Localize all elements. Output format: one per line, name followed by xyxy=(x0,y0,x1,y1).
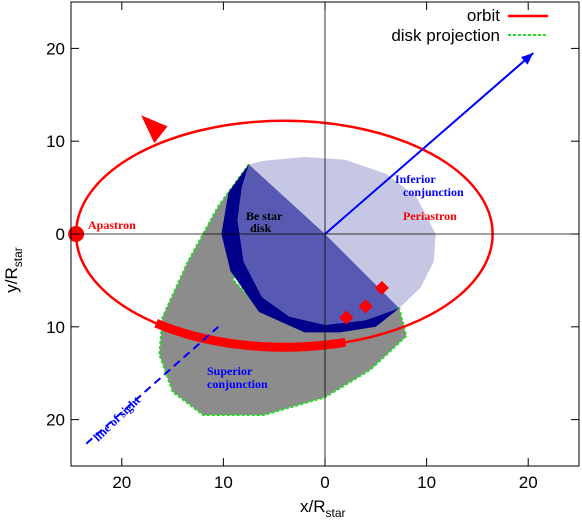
disk-label-1: Be star xyxy=(246,209,283,223)
x-tick-label-1: 10 xyxy=(214,473,233,492)
legend-disk-label: disk projection xyxy=(391,26,500,45)
inferior-conjunction-label-2: conjunction xyxy=(403,185,464,199)
line-of-sight xyxy=(85,326,219,445)
disk-front-half xyxy=(237,164,400,325)
y-tick-label-3: 10 xyxy=(46,132,65,151)
y-tick-label-2: 0 xyxy=(56,225,65,244)
x-tick-label-2: 0 xyxy=(320,473,329,492)
superior-conjunction-label-1: Superior xyxy=(207,364,253,378)
legend-orbit-label: orbit xyxy=(467,6,500,25)
x-axis-title: x/Rstar xyxy=(300,497,346,520)
axes: 20 10 0 10 20 20 10 0 10 20 xyxy=(46,1,580,492)
x-axis-title-sub: star xyxy=(326,506,346,520)
y-axis-title-sub: star xyxy=(11,247,25,267)
y-axis-title-main: y/R xyxy=(2,267,21,293)
superior-conjunction-label-2: conjunction xyxy=(207,377,268,391)
disk-label-2: disk xyxy=(250,221,272,235)
line-of-sight-label: line of sight xyxy=(90,393,143,444)
disk-rim xyxy=(221,164,400,333)
diamond-marker-2 xyxy=(374,280,389,295)
plot-area xyxy=(68,52,534,445)
periastron-label: Periastron xyxy=(403,209,457,223)
inferior-conjunction-arrowhead xyxy=(520,53,534,65)
inferior-conjunction-label-1: Inferior xyxy=(395,172,436,186)
y-tick-label-1: 10 xyxy=(46,318,65,337)
inferior-conjunction-arrow-line xyxy=(324,52,534,235)
apastron-label: Apastron xyxy=(88,218,136,232)
orbit-direction-arrow xyxy=(141,115,168,144)
y-axis-title: y/Rstar xyxy=(2,247,25,293)
x-tick-label-3: 10 xyxy=(417,473,436,492)
orbit-thick-segment xyxy=(154,319,346,352)
y-tick-label-4: 20 xyxy=(46,39,65,58)
disk-projection-shadow xyxy=(158,163,408,416)
disk-back-half xyxy=(248,157,436,309)
diamond-marker-1 xyxy=(358,299,373,314)
y-tick-label-0: 20 xyxy=(46,411,65,430)
x-axis-title-main: x/R xyxy=(300,497,326,516)
x-tick-label-0: 20 xyxy=(112,473,131,492)
diamond-marker-0 xyxy=(339,310,354,325)
x-tick-label-4: 20 xyxy=(519,473,538,492)
